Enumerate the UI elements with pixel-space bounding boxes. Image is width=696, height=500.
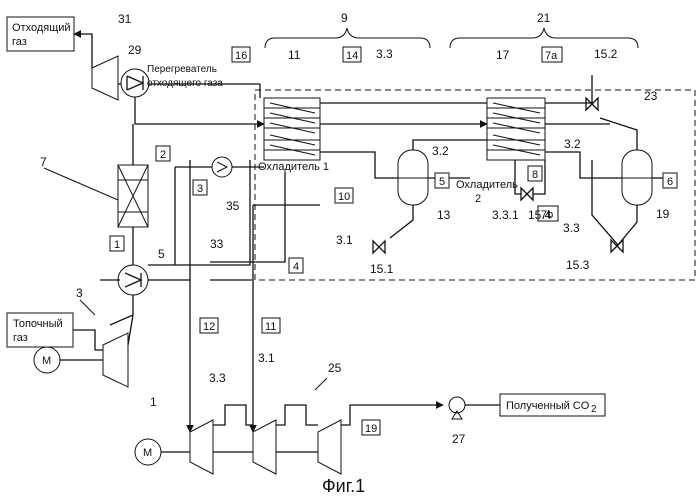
compressor-stage-2 (253, 420, 276, 474)
ref-3-3-right: 3.3 (563, 221, 580, 235)
ref-17: 17 (496, 48, 510, 62)
pump-35 (212, 157, 232, 177)
superheater-label-1: Перегреватель (147, 64, 217, 75)
valve-15-3 (611, 240, 623, 252)
boxed-2: 2 (160, 149, 166, 161)
ref-5: 5 (158, 247, 165, 261)
exhaust-gas-label-2: газ (12, 36, 27, 48)
ref-29: 29 (128, 43, 142, 57)
ref-31: 31 (118, 12, 132, 26)
cooler-2-label-2: 2 (475, 193, 481, 205)
ref-15-3: 15.3 (566, 258, 590, 272)
ref-15-4: 15.4 (528, 208, 552, 222)
fuel-gas-label-2: газ (13, 332, 28, 344)
heat-exchanger-11 (264, 98, 320, 160)
ref-3-3-lower: 3.3 (209, 371, 226, 385)
boxed-19: 19 (365, 423, 377, 435)
ref-13: 13 (437, 208, 451, 222)
co2-product-sub: 2 (591, 404, 597, 415)
ref-19: 19 (656, 207, 670, 221)
boxed-labels: 16 14 7a 2 3 1 10 5 8 7b 6 4 12 11 19 (110, 47, 677, 435)
expander-31 (92, 56, 118, 100)
ref-15-1: 15.1 (370, 262, 394, 276)
boxed-11: 11 (265, 321, 276, 333)
exhaust-superheater-29 (121, 69, 149, 97)
brace-9 (265, 28, 430, 48)
boxed-4: 4 (293, 261, 299, 273)
ref-23: 23 (644, 89, 658, 103)
heat-exchanger-5 (118, 265, 148, 295)
ref-33: 33 (210, 237, 224, 251)
boxed-12: 12 (203, 321, 215, 333)
boxed-5: 5 (439, 176, 445, 188)
compressor-stage-1 (190, 420, 213, 474)
ref-7: 7 (40, 155, 47, 169)
cooler-1-label: Охладитель 1 (258, 161, 329, 173)
boxed-7a: 7a (545, 50, 558, 62)
fuel-gas-label-1: Топочный (13, 318, 63, 330)
ref-3-2-left: 3.2 (432, 144, 449, 158)
motor-1-label: M (42, 355, 51, 367)
ref-25: 25 (328, 361, 342, 375)
ref-27: 27 (452, 432, 466, 446)
heat-exchanger-17 (487, 98, 545, 160)
brace-21 (450, 28, 638, 48)
ref-9: 9 (341, 11, 348, 25)
boxed-16: 16 (235, 50, 247, 62)
boxed-3: 3 (197, 183, 203, 195)
ref-3-1-lower: 3.1 (258, 351, 275, 365)
boxed-1: 1 (114, 239, 120, 251)
exhaust-gas-label-1: Отходящий (12, 22, 71, 34)
ref-35: 35 (226, 199, 240, 213)
ref-3-1-upper: 3.1 (336, 233, 353, 247)
figure-caption: Фиг.1 (322, 476, 365, 496)
superheater-label-2: отходящего газа (147, 78, 223, 89)
ref-21: 21 (537, 11, 551, 25)
ref-3-2-right: 3.2 (564, 137, 581, 151)
ref-15-2: 15.2 (594, 47, 618, 61)
ref-3: 3 (76, 286, 83, 300)
boxed-10: 10 (338, 191, 350, 203)
ref-3-3-1: 3.3.1 (492, 208, 519, 222)
ref-1: 1 (150, 395, 157, 409)
boxed-6: 6 (667, 176, 673, 188)
motor-2-label: M (143, 447, 152, 459)
co2-product-label: Полученный CO (506, 400, 590, 412)
cooler-2-label-1: Охладитель (456, 179, 518, 191)
valve-15-1 (373, 241, 385, 253)
boxed-14: 14 (346, 50, 358, 62)
compressor-1 (103, 333, 128, 387)
valve-15-4 (521, 188, 533, 200)
boxed-8: 8 (532, 169, 538, 181)
ref-11: 11 (288, 48, 301, 62)
compressor-stage-3 (318, 420, 341, 474)
ref-3-3-top: 3.3 (376, 47, 393, 61)
